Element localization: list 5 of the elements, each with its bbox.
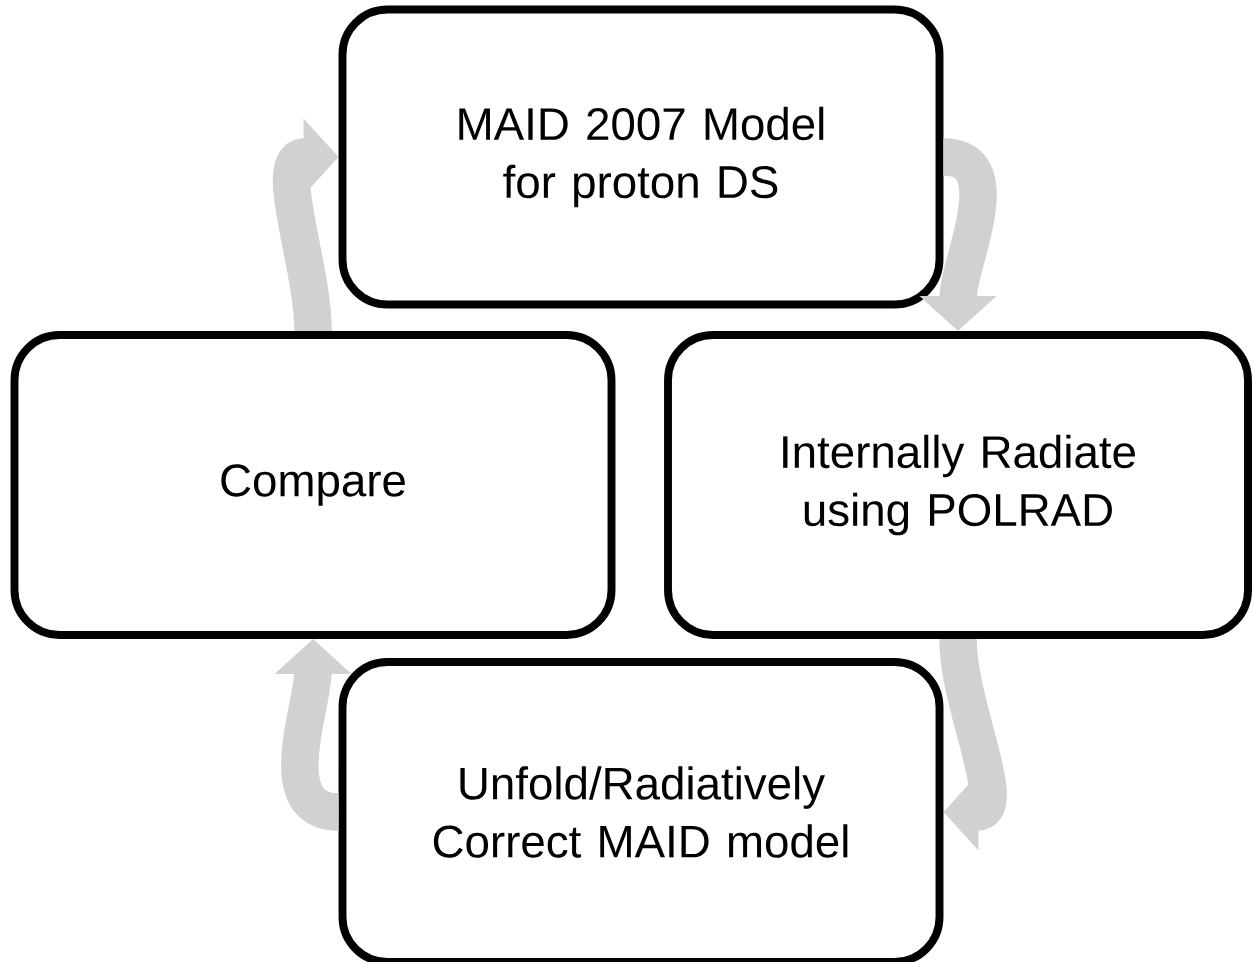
process-box: Internally Radiate using POLRAD	[664, 331, 1252, 639]
process-box: Compare	[10, 331, 616, 639]
process-box: MAID 2007 Model for proton DS	[338, 5, 944, 309]
process-box: Unfold/Radiatively Correct MAID model	[338, 658, 944, 962]
cycle-arrow	[939, 637, 1007, 851]
